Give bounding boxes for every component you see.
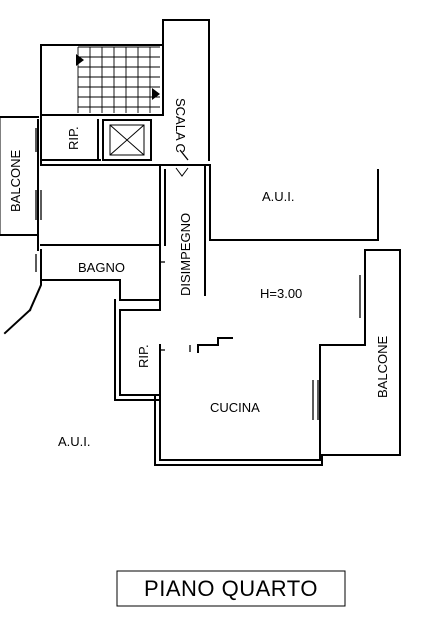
elevator-shaft — [102, 119, 152, 161]
aui-right-label: A.U.I. — [262, 189, 295, 204]
windows — [35, 128, 366, 420]
balcone-right-label: BALCONE — [375, 336, 390, 398]
rip-mid-label: RIP. — [136, 344, 151, 368]
floor-title-box: PIANO QUARTO — [116, 570, 346, 607]
scala-label: SCALA C — [173, 98, 188, 153]
disimpegno-label: DISIMPEGNO — [178, 213, 193, 296]
cucina-label: CUCINA — [210, 400, 260, 415]
height-label: H=3.00 — [260, 286, 302, 301]
staircase — [40, 44, 164, 116]
floor-title: PIANO QUARTO — [144, 576, 318, 601]
aui-left-label: A.U.I. — [58, 434, 91, 449]
rip-top-label: RIP. — [66, 126, 81, 150]
apartment-walls — [0, 114, 401, 466]
entrance-arrow-icon — [175, 167, 189, 177]
balcone-left-label: BALCONE — [8, 150, 23, 212]
scala-shaft — [162, 19, 210, 161]
bagno-label: BAGNO — [78, 260, 125, 275]
